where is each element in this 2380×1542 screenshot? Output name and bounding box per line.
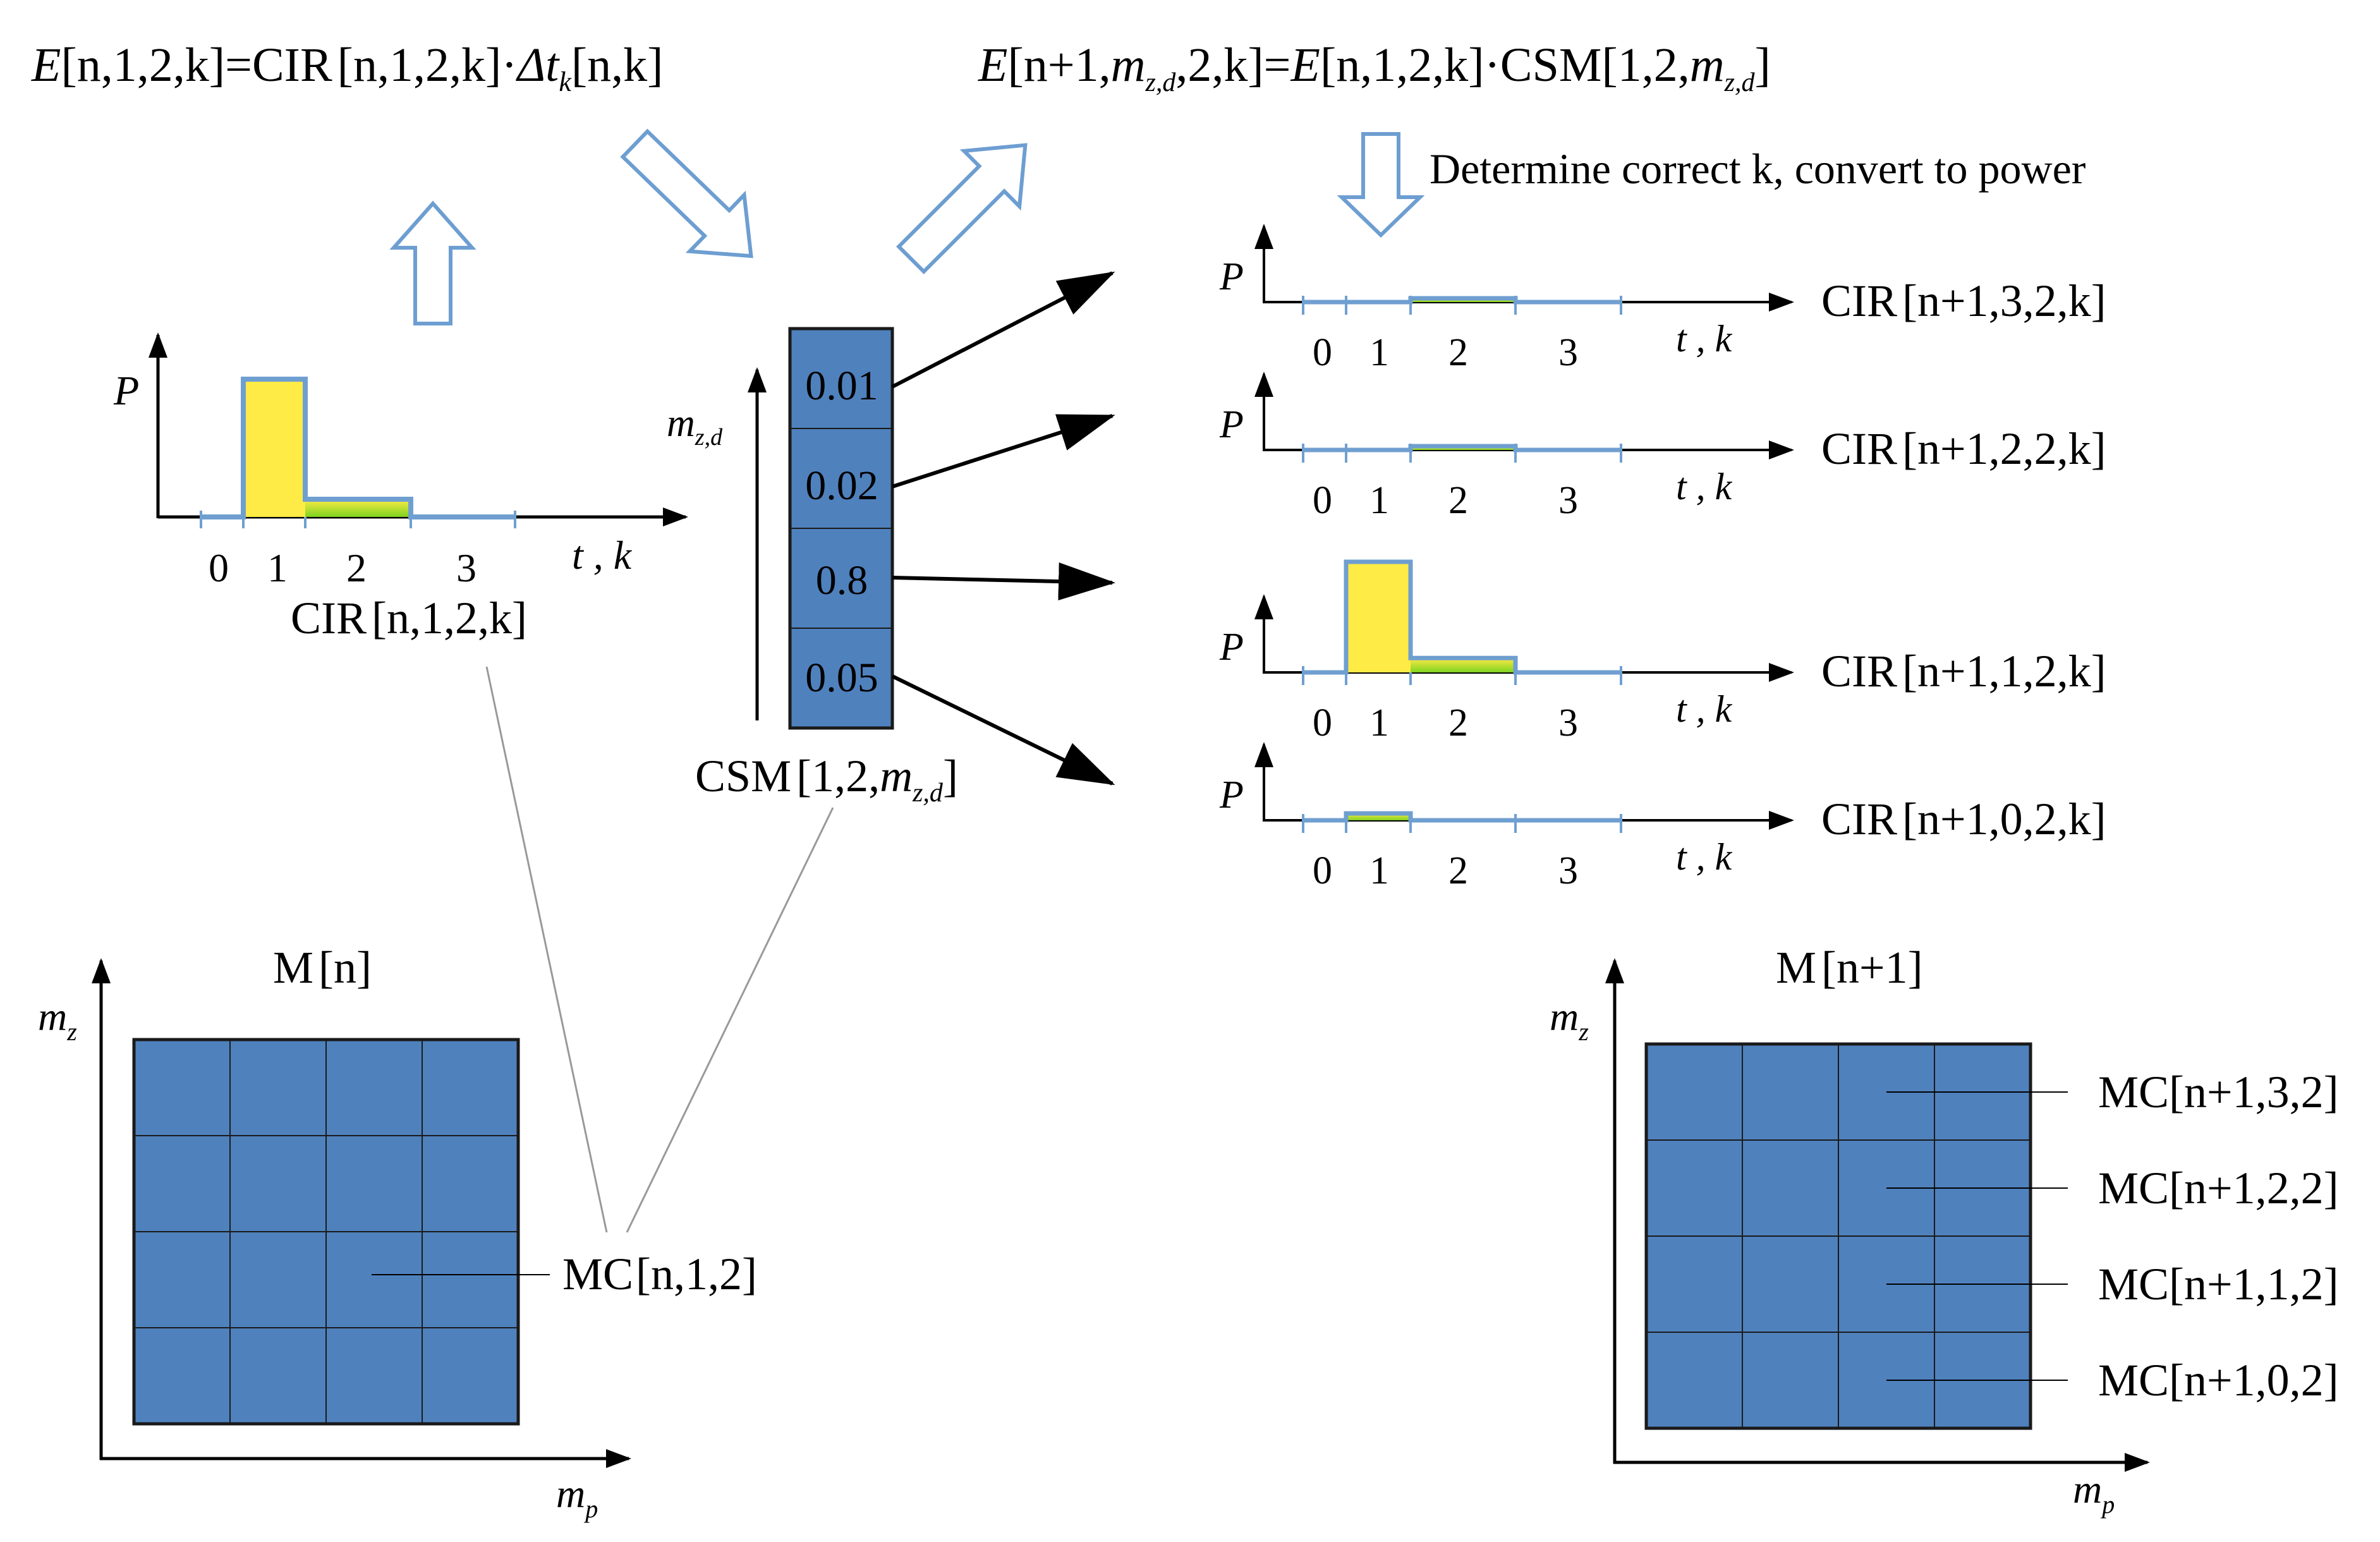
- left-plot-xlabel: t , k: [572, 533, 633, 578]
- matrix-right-ylabel: mz: [1550, 994, 1589, 1046]
- right-plot-1-tick-2: 2: [1448, 479, 1468, 522]
- arrow-to-plot-3: [891, 674, 1115, 786]
- right-plot-2-envelope: [1303, 559, 1621, 675]
- right-plot-2-ylabel: P: [1219, 626, 1244, 669]
- right-plot-1-envelope: [1303, 444, 1621, 452]
- matrix-right-xlabel: mp: [2073, 1467, 2115, 1519]
- outline-arrow-up-icon: [389, 200, 477, 325]
- outline-arrow-down-icon: [1337, 132, 1425, 238]
- right-plot-0-tick-2: 2: [1448, 331, 1468, 374]
- left-plot-tick-0: 0: [209, 545, 229, 590]
- right-plot-3-bar-yellow: [1346, 813, 1411, 820]
- right-plot-0-envelope: [1303, 296, 1621, 305]
- note-determine-k: Determine correct k, convert to power: [1430, 145, 2086, 193]
- matrix-right-title: M[n+1]: [1776, 942, 1923, 993]
- right-plot-0-tick-3: 3: [1558, 331, 1578, 374]
- right-plot-3-envelope: [1303, 811, 1621, 823]
- right-plot-2-caption: CIR[n+1,1,2,k]: [1821, 646, 2106, 696]
- right-plot-2-tick-0: 0: [1313, 701, 1332, 744]
- csm-arrows: [891, 271, 1115, 786]
- csm-value-0: 0.01: [805, 363, 878, 409]
- right-plot-2-bar-green: [1411, 658, 1515, 672]
- matrix-left-cell-label: MC[n,1,2]: [562, 1249, 757, 1299]
- right-plot-3-tick-1: 1: [1369, 849, 1389, 892]
- arrow-to-plot-1: [892, 414, 1115, 489]
- left-plot-tick-3: 3: [456, 545, 477, 590]
- matrix-right-cell-label-0: MC[n+1,3,2]: [2098, 1067, 2339, 1117]
- csm-axis-label: mz,d: [667, 402, 723, 451]
- right-plot-2-tick-2: 2: [1448, 701, 1468, 744]
- left-plot-envelope: [201, 377, 515, 519]
- csm-column: mz,d 0.01 0.02 0.8 0.05 CSM[1,2,mz,d]: [667, 327, 958, 808]
- right-plot-3-caption: CIR[n+1,0,2,k]: [1821, 794, 2106, 844]
- outline-arrow-diag-down-icon: [620, 128, 753, 258]
- matrix-left-xlabel: mp: [556, 1471, 598, 1523]
- left-cir-plot: P t , k 0 1 2 3 CIR[n,1,2,k]: [113, 332, 688, 643]
- equation-top-right: E[n+1,mz,d,2,k]=E[n,1,2,k]·CSM[1,2,mz,d]: [978, 39, 1771, 97]
- right-plot-0-tick-0: 0: [1313, 331, 1332, 374]
- right-plot-1-tick-0: 0: [1313, 479, 1332, 522]
- left-plot-bar-yellow: [243, 379, 305, 517]
- right-plot-1-caption: CIR[n+1,2,2,k]: [1821, 423, 2106, 474]
- right-plot-0-xlabel: t , k: [1676, 318, 1733, 360]
- matrix-right-cell-label-1: MC[n+1,2,2]: [2098, 1163, 2339, 1213]
- matrix-left-ylabel: mz: [38, 994, 77, 1046]
- left-plot-ylabel: P: [113, 368, 139, 414]
- matrix-right: M[n+1] mz mp MC[n+1,3,2] MC[n+1,2,2] MC[…: [1550, 942, 2339, 1519]
- right-plot-2-tick-3: 3: [1558, 701, 1578, 744]
- right-plot-2-tick-1: 1: [1369, 701, 1389, 744]
- matrix-right-cell-label-2: MC[n+1,1,2]: [2098, 1259, 2339, 1309]
- right-plot-3-tick-2: 2: [1448, 849, 1468, 892]
- matrix-left: M[n] mz mp MC[n,1,2]: [38, 666, 834, 1523]
- left-plot-tick-1: 1: [267, 545, 288, 590]
- left-plot-bar-green: [305, 499, 411, 517]
- equation-top-left: E[n,1,2,k]=CIR[n,1,2,k]·Δtk[n,k]: [31, 39, 663, 97]
- right-plot-3-tick-3: 3: [1558, 849, 1578, 892]
- right-plot-0-ylabel: P: [1219, 255, 1244, 298]
- right-plot-1-tick-1: 1: [1369, 479, 1389, 522]
- csm-value-3: 0.05: [805, 655, 878, 701]
- right-plot-3-xlabel: t , k: [1676, 836, 1733, 878]
- right-plot-2-bar-yellow: [1346, 562, 1411, 672]
- matrix-right-cell-label-3: MC[n+1,0,2]: [2098, 1355, 2339, 1405]
- csm-value-1: 0.02: [805, 463, 878, 509]
- arrow-to-plot-0: [891, 271, 1115, 389]
- right-plot-3-ylabel: P: [1219, 774, 1244, 817]
- right-plot-3-tick-0: 0: [1313, 849, 1332, 892]
- matrix-left-title: M[n]: [273, 942, 372, 993]
- right-plot-1-xlabel: t , k: [1676, 466, 1733, 507]
- right-plot-1-tick-3: 3: [1558, 479, 1578, 522]
- right-plot-0-caption: CIR[n+1,3,2,k]: [1821, 276, 2106, 326]
- csm-value-2: 0.8: [816, 557, 868, 604]
- arrow-to-plot-2: [892, 562, 1115, 601]
- csm-caption: CSM[1,2,mz,d]: [695, 751, 958, 808]
- right-plot-0-tick-1: 1: [1369, 331, 1389, 374]
- right-plot-2-xlabel: t , k: [1676, 688, 1733, 730]
- left-plot-caption: CIR[n,1,2,k]: [291, 593, 527, 643]
- right-plot-1-ylabel: P: [1219, 403, 1244, 446]
- outline-arrow-diag-up-icon: [896, 143, 1028, 275]
- left-plot-tick-2: 2: [346, 545, 367, 590]
